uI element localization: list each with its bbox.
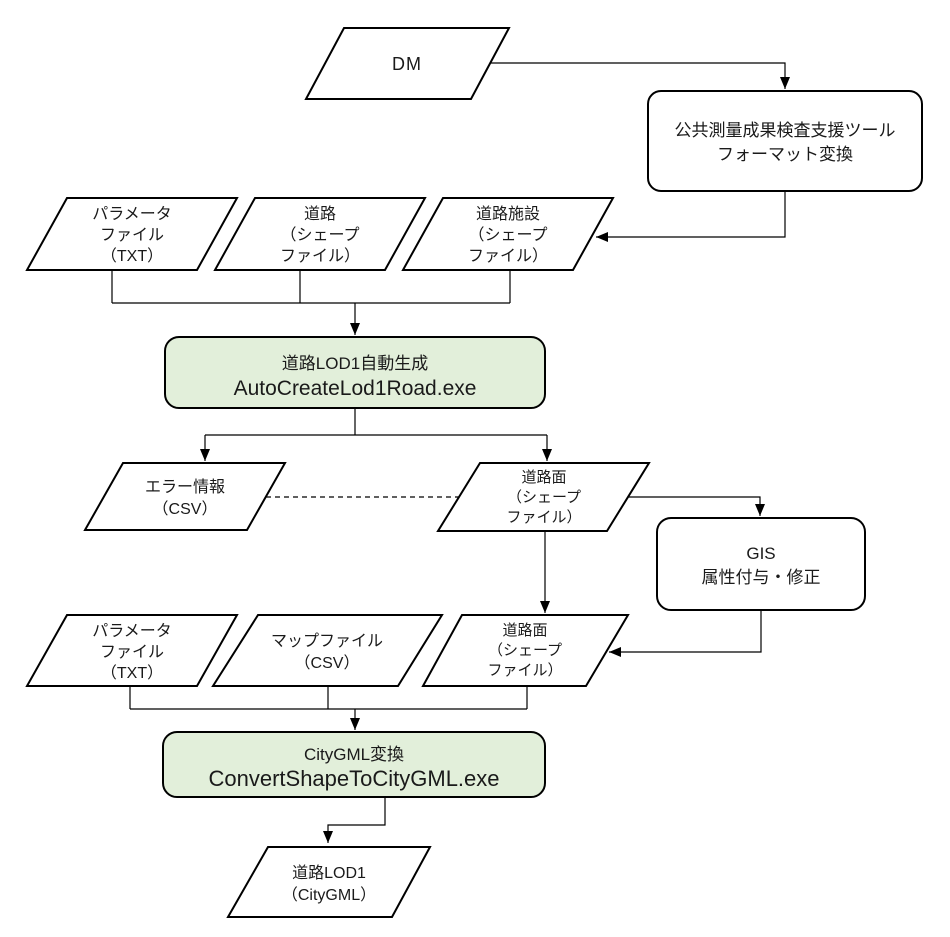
autocreate-lod1-node: [164, 336, 546, 409]
road-line2: （シェープ: [280, 226, 359, 244]
format-tool-node: [647, 90, 923, 192]
road-surface-in-line1: 道路面: [502, 622, 547, 639]
gis-edit-line2: 属性付与・修正: [702, 568, 821, 587]
road-node: [213, 197, 427, 271]
param-file-1-line3: （TXT）: [101, 247, 163, 265]
format-tool-label-line2: フォーマット変換: [717, 145, 853, 164]
error-info-line1: エラー情報: [145, 478, 225, 496]
arrow-road-surface-to-gis: [630, 496, 765, 516]
param-file-2-line2: ファイル: [100, 644, 164, 661]
citygml-convert-node: [162, 731, 546, 798]
road-surface-out-node: [436, 462, 651, 532]
dm-node: [304, 27, 511, 100]
road-facility-node: [401, 197, 615, 271]
road-facility-line3: ファイル）: [468, 247, 548, 265]
arrow-citygml-convert-to-road-lod1: [323, 797, 386, 843]
format-tool-label-line1: 公共測量成果検査支援ツール: [675, 121, 896, 140]
param-file-2-node: [25, 614, 239, 687]
param-file-1-node: [25, 197, 239, 271]
gis-edit-node: [656, 517, 866, 611]
map-file-line2: （CSV）: [295, 654, 360, 672]
road-line1: 道路: [304, 205, 336, 223]
road-lod1-line1: 道路LOD1: [292, 864, 366, 882]
arrow-dm-to-format-tool: [483, 62, 790, 89]
map-file-node: [211, 614, 444, 687]
error-info-node: [83, 462, 287, 531]
error-info-line2: （CSV）: [153, 500, 218, 518]
arrow-format-tool-to-road-facility: [596, 191, 786, 242]
autocreate-lod1-line2: AutoCreateLod1Road.exe: [234, 377, 477, 400]
road-surface-out-line1: 道路面: [521, 469, 566, 486]
citygml-convert-line1: CityGML変換: [304, 745, 404, 764]
dm-label: DM: [392, 54, 422, 74]
road-surface-in-node: [421, 614, 630, 687]
road-line3: ファイル）: [280, 247, 360, 265]
citygml-convert-line2: ConvertShapeToCityGML.exe: [208, 766, 499, 791]
road-surface-out-line2: （シェープ: [507, 489, 581, 506]
autocreate-lod1-line1: 道路LOD1自動生成: [282, 354, 428, 373]
param-file-1-line1: パラメータ: [92, 205, 172, 223]
road-lod1-line2: （CityGML）: [282, 886, 376, 904]
road-surface-out-line3: ファイル）: [506, 509, 581, 526]
road-surface-in-line3: ファイル）: [487, 662, 562, 679]
split-autocreate-outputs: [205, 408, 547, 436]
param-file-2-line3: （TXT）: [101, 664, 163, 682]
road-facility-line1: 道路施設: [476, 205, 540, 223]
param-file-1-line2: ファイル: [100, 227, 164, 244]
map-file-line1: マップファイル: [271, 632, 383, 650]
param-file-2-line1: パラメータ: [92, 622, 172, 640]
road-facility-line2: （シェープ: [468, 226, 547, 244]
road-surface-in-line2: （シェープ: [488, 642, 562, 659]
gis-edit-line1: GIS: [746, 544, 775, 563]
road-lod1-node: [226, 846, 432, 918]
arrow-gis-to-road-surface-in: [609, 610, 762, 657]
